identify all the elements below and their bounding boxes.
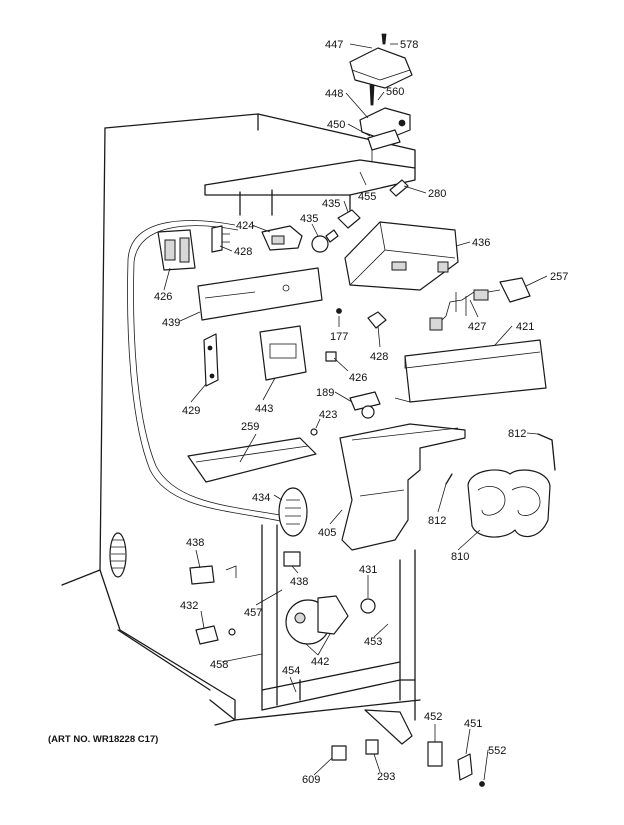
part-label-435: 435 (300, 213, 318, 225)
part-label-438: 438 (290, 576, 308, 588)
part-label-280: 280 (428, 188, 446, 200)
part-label-447: 447 (325, 39, 343, 51)
part-label-434: 434 (252, 492, 270, 504)
part-labels: 447 578 448 560 450 455 280 435 435 424 428 436 426 2… (154, 39, 568, 786)
part-label-448: 448 (325, 88, 343, 100)
leader-lines (163, 43, 548, 781)
part-label-423: 423 (319, 409, 337, 421)
art-number-label: (ART NO. WR18228 C17) (48, 734, 158, 745)
part-label-435: 435 (322, 198, 340, 210)
part-label-428: 428 (234, 246, 252, 258)
part-label-609: 609 (302, 774, 320, 786)
part-label-426: 426 (349, 372, 367, 384)
part-label-442: 442 (311, 656, 329, 668)
part-label-450: 450 (327, 119, 345, 131)
part-label-427: 427 (468, 321, 486, 333)
part-label-812: 812 (508, 428, 526, 440)
part-label-189: 189 (316, 387, 334, 399)
part-label-293: 293 (377, 771, 395, 783)
part-label-454: 454 (282, 665, 300, 677)
part-label-405: 405 (318, 527, 336, 539)
part-label-431: 431 (359, 564, 377, 576)
part-label-578: 578 (400, 39, 418, 51)
part-label-429: 429 (182, 405, 200, 417)
part-label-810: 810 (451, 551, 469, 563)
part-label-451: 451 (464, 718, 482, 730)
part-label-438: 438 (186, 537, 204, 549)
part-label-457: 457 (244, 607, 262, 619)
part-label-455: 455 (358, 191, 376, 203)
part-label-443: 443 (255, 403, 273, 415)
part-label-421: 421 (516, 321, 534, 333)
part-label-439: 439 (162, 317, 180, 329)
part-label-426: 426 (154, 291, 172, 303)
part-label-552: 552 (488, 745, 506, 757)
part-label-560: 560 (386, 86, 404, 98)
part-label-453: 453 (364, 636, 382, 648)
parts (157, 33, 556, 787)
part-label-432: 432 (180, 600, 198, 612)
part-label-424: 424 (236, 220, 254, 232)
part-label-436: 436 (472, 237, 490, 249)
part-label-177: 177 (330, 331, 348, 343)
part-label-257: 257 (550, 271, 568, 283)
part-label-452: 452 (424, 711, 442, 723)
part-label-812: 812 (428, 515, 446, 527)
part-label-259: 259 (241, 421, 259, 433)
part-label-458: 458 (210, 659, 228, 671)
part-label-428: 428 (370, 351, 388, 363)
cabinet-frame (61, 113, 421, 726)
